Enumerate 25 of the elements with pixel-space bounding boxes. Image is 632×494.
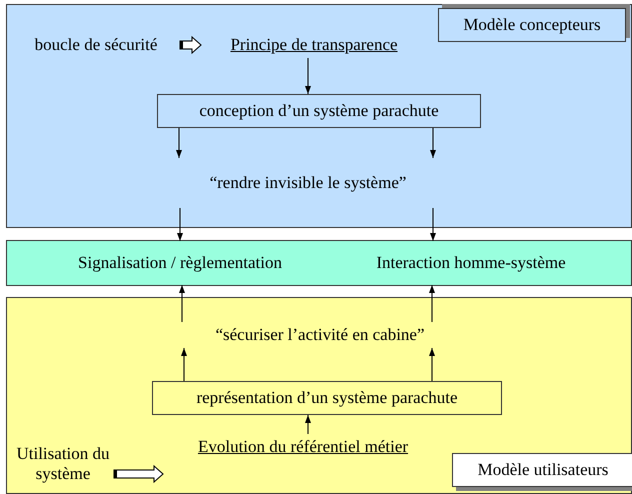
block-arrow: [180, 36, 202, 54]
node-text: boucle de sécurité: [34, 35, 158, 55]
node-text: Evolution du référentiel métier: [198, 437, 408, 457]
node-text: Interaction homme-système: [376, 253, 566, 273]
node-text: Principe de transparence: [230, 35, 398, 55]
arrow: [179, 284, 185, 322]
arrow: [430, 208, 436, 242]
quote-text: “sécuriser l’activité en cabine”: [215, 325, 425, 345]
node-text: Signalisation / règlementation: [78, 253, 282, 273]
arrow: [429, 284, 435, 322]
quote-text: “rendre invisible le système”: [210, 173, 406, 193]
arrow: [181, 348, 187, 382]
band: [6, 240, 632, 286]
arrow: [429, 348, 435, 382]
node-text: Utilisation du système: [15, 444, 111, 484]
process-box: représentation d’un système parachute: [152, 381, 502, 415]
arrow: [176, 128, 182, 158]
process-box: conception d’un système parachute: [157, 94, 481, 128]
arrow: [305, 414, 311, 434]
block-arrow: [114, 464, 164, 484]
arrow: [430, 128, 436, 158]
arrow: [177, 208, 183, 242]
designer-model-panel: [6, 4, 632, 228]
user-model-panel: [6, 297, 632, 494]
arrow: [305, 58, 311, 94]
